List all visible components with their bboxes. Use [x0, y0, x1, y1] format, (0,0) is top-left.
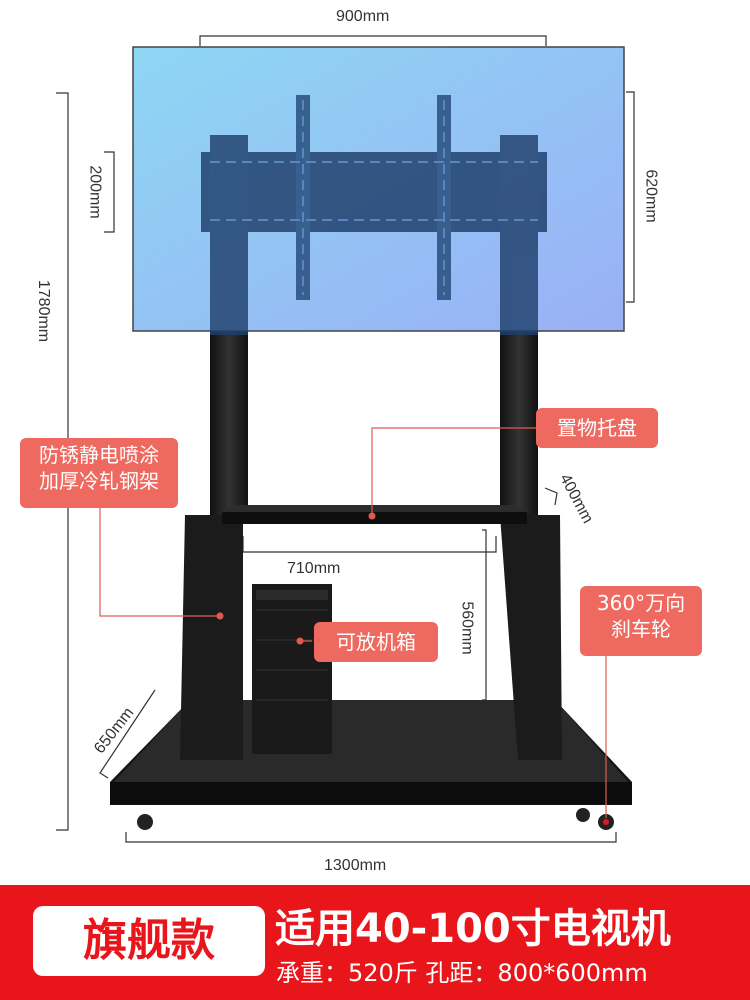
product-illustration: 900mm 620mm 200mm 1780mm 400mm 710mm 560… — [20, 8, 702, 874]
dim-total-height: 1780mm — [35, 279, 53, 343]
callout-steel-frame-line2: 加厚冷轧钢架 — [39, 469, 159, 493]
a-frame-legs — [180, 515, 562, 760]
dim-mount-spacing: 200mm — [86, 165, 104, 219]
dim-base-width: 1300mm — [324, 857, 387, 874]
dim-cabinet-height: 560mm — [458, 601, 476, 655]
callout-wheels-line1: 360°万向 — [596, 591, 686, 615]
callout-wheels-line2: 刹车轮 — [611, 617, 671, 641]
caster-wheels — [137, 808, 614, 830]
callout-pc-case: 可放机箱 — [314, 622, 438, 662]
dim-tv-height: 620mm — [642, 169, 660, 223]
vesa-mount — [201, 95, 547, 335]
footer-spec: 承重：520斤 孔距：800*600mm — [276, 959, 648, 987]
footer-title: 适用40-100寸电视机 — [275, 906, 671, 952]
pc-case — [252, 584, 332, 754]
dim-width-top: 900mm — [336, 8, 390, 25]
callout-steel-frame-line1: 防锈静电喷涂 — [39, 443, 159, 467]
model-badge: 旗舰款 — [33, 906, 265, 976]
tv-stand-drawing — [56, 35, 635, 843]
callout-tray: 置物托盘 — [536, 408, 658, 448]
callout-wheels: 360°万向 刹车轮 — [580, 586, 702, 656]
callout-steel-frame: 防锈静电喷涂 加厚冷轧钢架 — [20, 438, 178, 508]
dim-inner-width: 710mm — [287, 560, 341, 577]
